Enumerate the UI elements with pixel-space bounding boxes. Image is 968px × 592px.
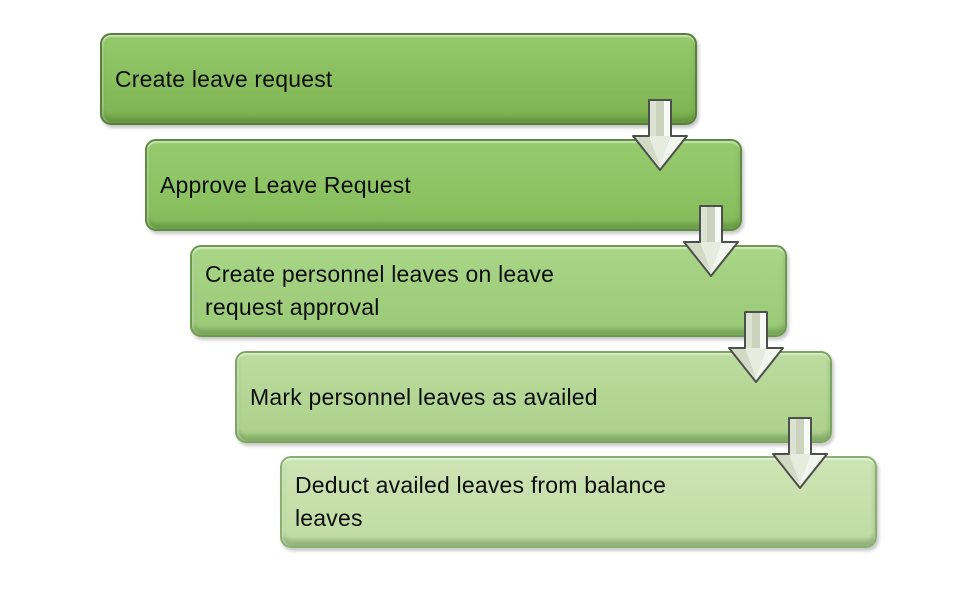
step-label: Create leave request (115, 65, 333, 92)
step-box-create-personnel-leaves: Create personnel leaves on leave request… (190, 245, 787, 337)
step-box-mark-leaves-availed: Mark personnel leaves as availed (235, 351, 832, 443)
down-arrow-icon (632, 99, 688, 171)
step-label: Deduct availed leaves from balance leave… (295, 472, 667, 531)
down-arrow-icon (683, 205, 739, 277)
step-label: Mark personnel leaves as availed (250, 383, 598, 410)
step-label: Create personnel leaves on leave request… (205, 261, 555, 320)
step-label: Approve Leave Request (160, 171, 411, 198)
step-box-deduct-availed-leaves: Deduct availed leaves from balance leave… (280, 456, 877, 548)
step-box-create-leave-request: Create leave request (100, 33, 697, 125)
down-arrow-icon (772, 417, 828, 489)
down-arrow-icon (728, 311, 784, 383)
step-box-approve-leave-request: Approve Leave Request (145, 139, 742, 231)
